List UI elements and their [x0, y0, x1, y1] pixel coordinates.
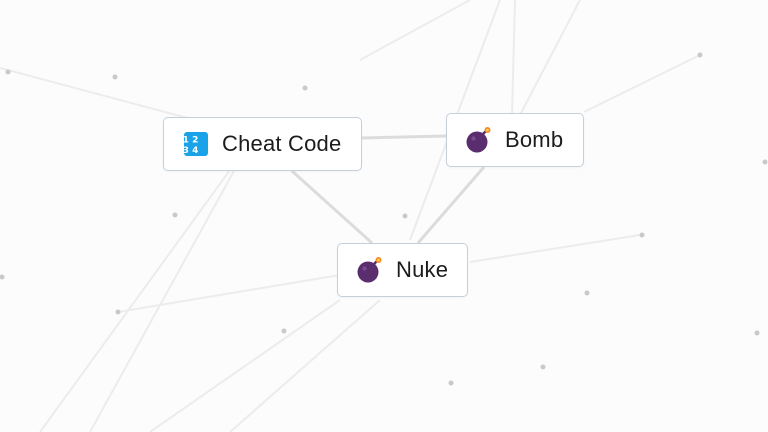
background-dot	[172, 212, 178, 218]
background-line	[39, 169, 231, 432]
background-dot	[584, 290, 590, 296]
background-line	[511, 0, 516, 116]
background-dot	[754, 330, 760, 336]
background-dot	[112, 74, 118, 80]
bomb-icon	[356, 256, 384, 284]
background-line	[89, 159, 241, 432]
background-dot	[115, 309, 121, 315]
background-line	[583, 54, 701, 113]
background-dot	[448, 380, 454, 386]
background-dot	[5, 69, 11, 75]
element-nuke[interactable]: Nuke	[337, 243, 468, 297]
background-line	[469, 234, 641, 263]
background-dot	[762, 159, 768, 165]
background-line	[0, 67, 211, 125]
numbers-keycap-icon: 1 2 3 4	[182, 130, 210, 158]
element-bomb[interactable]: Bomb	[446, 113, 584, 167]
background-line	[519, 0, 581, 116]
background-dot	[639, 232, 645, 238]
background-line	[117, 274, 341, 313]
bomb-icon	[465, 126, 493, 154]
background-line	[359, 0, 471, 61]
background-dot	[402, 213, 408, 219]
background-line	[229, 299, 381, 432]
background-line	[149, 299, 341, 432]
element-label: Cheat Code	[222, 131, 342, 156]
svg-text:3 4: 3 4	[183, 146, 198, 156]
background-dot	[697, 52, 703, 58]
element-label: Bomb	[505, 127, 564, 152]
svg-text:1 2: 1 2	[183, 136, 198, 146]
element-label: Nuke	[396, 257, 449, 282]
element-cheat-code[interactable]: 1 2 3 4 Cheat Code	[163, 117, 362, 171]
connection-line-cheat-code-nuke	[290, 169, 374, 245]
background-dot	[281, 328, 287, 334]
connection-line-cheat-code-bomb	[361, 134, 447, 140]
background-dot	[540, 364, 546, 370]
background-dot	[0, 274, 5, 280]
background-dot	[302, 85, 308, 91]
connection-line-bomb-nuke	[416, 166, 486, 244]
